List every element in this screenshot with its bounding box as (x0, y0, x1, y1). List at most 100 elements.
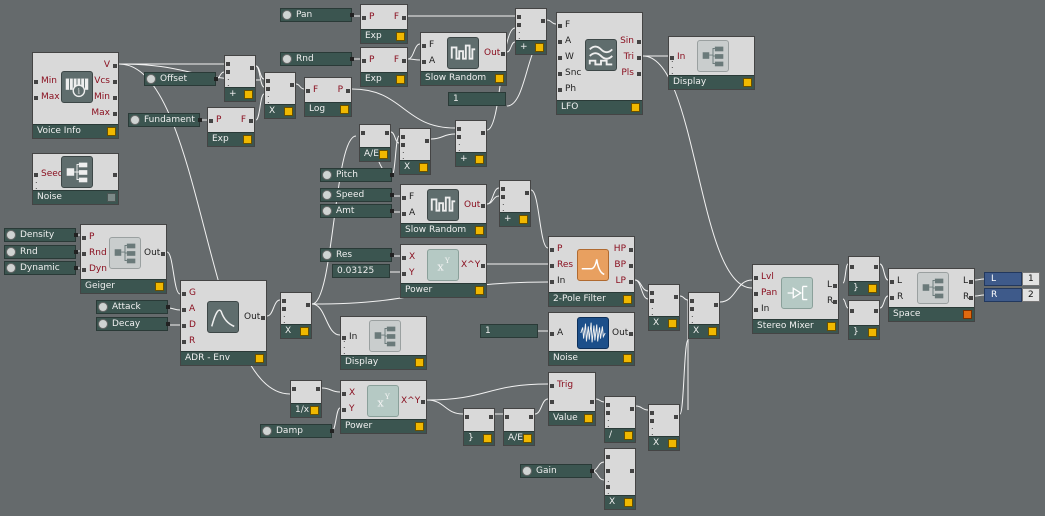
brace-module-r[interactable]: } (848, 300, 880, 340)
port-max-out[interactable]: Max (91, 108, 110, 118)
module-title-bar[interactable]: Display (669, 75, 754, 89)
wire-20[interactable] (391, 135, 400, 176)
add-module-top[interactable]: ... + (515, 8, 547, 55)
port-r-in[interactable]: R (897, 292, 904, 302)
port-sin-out[interactable]: Sin (620, 36, 634, 46)
wire-53[interactable] (974, 294, 985, 297)
port-p-in[interactable]: P (369, 12, 375, 22)
status-led[interactable] (475, 226, 484, 235)
port-a-in[interactable]: A (557, 328, 564, 338)
output-r-box[interactable]: R (984, 288, 1022, 302)
lfo-module[interactable]: F A W Snc Ph Sin Tri Pls LFO (556, 12, 643, 115)
status-led[interactable] (379, 150, 388, 159)
display-module-mid[interactable]: In ... Display (340, 316, 427, 370)
multiply-module-1[interactable]: ... X (264, 72, 296, 119)
status-led[interactable] (584, 414, 593, 423)
port-bp-out[interactable]: BP (614, 260, 626, 270)
module-title-bar[interactable]: Space (889, 307, 974, 321)
port-v-out[interactable]: V (103, 60, 110, 70)
wire-10[interactable] (546, 19, 557, 25)
port-max-in[interactable]: Max (41, 92, 60, 102)
status-led[interactable] (631, 103, 640, 112)
two-pole-filter-module[interactable]: P Res In HP BP LP 2-Pole Filter (548, 236, 635, 307)
multiply-module-filter2[interactable]: ... X (688, 292, 720, 339)
status-led[interactable] (963, 310, 972, 319)
wire-16[interactable] (295, 83, 305, 90)
port-f-in[interactable]: F (565, 20, 571, 30)
port-w-in[interactable]: W (565, 52, 574, 62)
log-module[interactable]: F P Log (304, 77, 352, 117)
status-led[interactable] (623, 354, 632, 363)
brace-module-l[interactable]: } (848, 256, 880, 296)
multiply-module-filter[interactable]: ... X (648, 284, 680, 331)
port-pan-in[interactable]: Pan (761, 288, 778, 298)
module-title-bar[interactable]: Value (549, 411, 595, 425)
wire-62[interactable] (635, 405, 649, 411)
status-led[interactable] (668, 439, 677, 448)
wire-4[interactable] (255, 65, 265, 80)
slow-random-module-mid[interactable]: F A Out Slow Random (400, 184, 487, 238)
offset-control[interactable]: Offset (144, 72, 218, 86)
status-led[interactable] (415, 358, 424, 367)
port-a-in[interactable]: A (409, 208, 416, 218)
port-trig-in[interactable]: Trig (557, 380, 574, 390)
port-seed-in[interactable]: Seed (41, 169, 64, 179)
port-f-in[interactable]: F (429, 40, 435, 50)
port-in[interactable]: In (677, 52, 686, 62)
port-in[interactable]: In (761, 304, 770, 314)
port-pls-out[interactable]: Pls (621, 68, 634, 78)
output-r-channel[interactable]: 2 (1022, 288, 1040, 302)
status-led[interactable] (624, 431, 633, 440)
module-title-bar[interactable]: Noise (549, 351, 634, 365)
noise-constant[interactable]: 1 (480, 324, 538, 338)
status-led[interactable] (475, 286, 484, 295)
pitch-control[interactable]: Pitch (320, 168, 394, 182)
wire-45[interactable] (679, 295, 689, 301)
adr-env-module[interactable]: G A D R Out ADR - Env (180, 280, 267, 366)
port-l-out[interactable]: L (963, 276, 969, 286)
ae-module-bottom[interactable]: A/E (503, 408, 535, 446)
status-led[interactable] (243, 135, 252, 144)
lfo-constant[interactable]: 1 (448, 92, 506, 106)
status-led[interactable] (523, 434, 532, 443)
port-x-in[interactable]: X (349, 388, 356, 398)
module-title-bar[interactable]: 2-Pole Filter (549, 292, 634, 306)
status-led[interactable] (255, 354, 264, 363)
exp-module-fundament[interactable]: P F Exp (207, 107, 255, 147)
wire-58[interactable] (426, 383, 549, 401)
port-y-in[interactable]: Y (409, 268, 415, 278)
port-hp-out[interactable]: HP (613, 244, 626, 254)
noise-module-mid[interactable]: A Out Noise (548, 312, 635, 366)
status-led[interactable] (284, 107, 293, 116)
status-led[interactable] (396, 32, 405, 41)
fundament-control[interactable]: Fundament (128, 113, 202, 127)
status-led[interactable] (623, 295, 632, 304)
port-y-in[interactable]: Y (349, 404, 355, 414)
port-tri-out[interactable]: Tri (623, 52, 634, 62)
multiply-module-bottom1[interactable]: ... X (648, 404, 680, 451)
module-title-bar[interactable]: Geiger (81, 279, 166, 293)
wire-52[interactable] (974, 278, 985, 281)
module-title-bar[interactable]: Exp (361, 29, 407, 43)
amt-control[interactable]: Amt (320, 204, 394, 218)
wire-22[interactable] (390, 131, 400, 144)
port-xy-out[interactable]: X^Y (461, 260, 481, 270)
rnd2-control[interactable]: Rnd (4, 245, 78, 259)
port-in[interactable]: In (349, 332, 358, 342)
module-title-bar[interactable]: LFO (557, 100, 642, 114)
status-led[interactable] (419, 163, 428, 172)
density-control[interactable]: Density (4, 228, 78, 242)
port-g-in[interactable]: G (189, 288, 196, 298)
port-out[interactable]: Out (464, 200, 481, 210)
exp-module-rnd[interactable]: P F Exp (360, 47, 408, 87)
port-rnd-in[interactable]: Rnd (89, 248, 107, 258)
wire-29[interactable] (530, 189, 549, 249)
res-value-box[interactable]: 0.03125 (332, 264, 390, 278)
wire-57[interactable] (426, 399, 464, 415)
port-f-out[interactable]: F (240, 115, 246, 125)
port-a-in[interactable]: A (429, 56, 436, 66)
port-res-in[interactable]: Res (557, 260, 574, 270)
wire-12[interactable] (407, 43, 421, 60)
